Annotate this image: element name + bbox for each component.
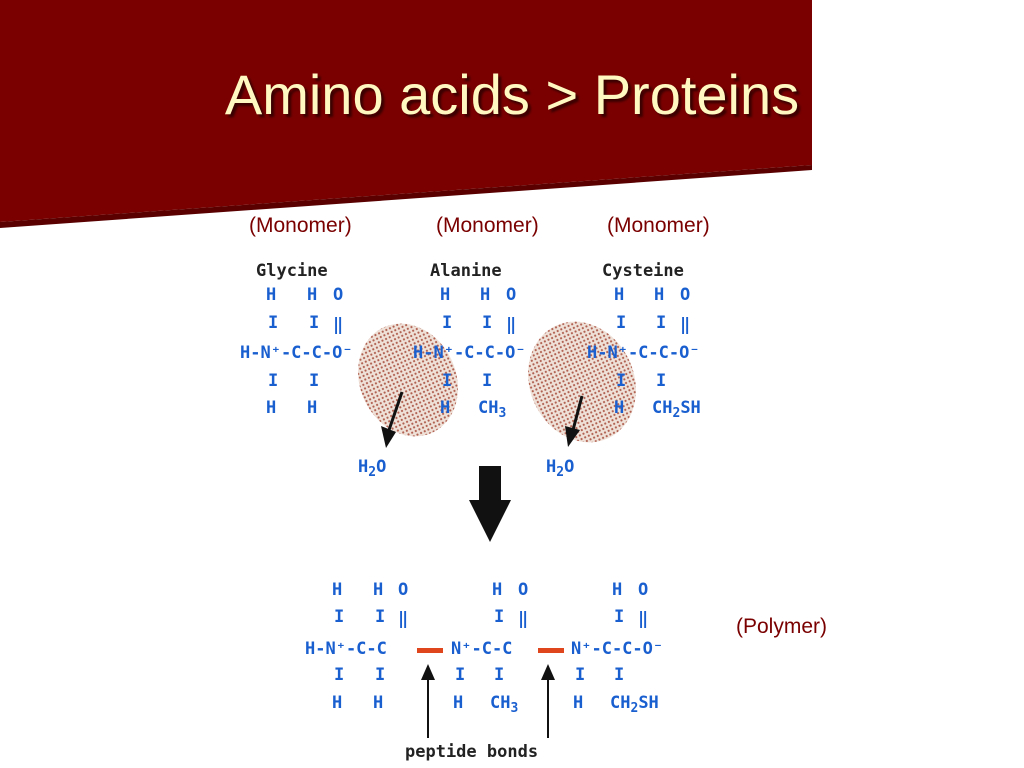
svg-text:O: O bbox=[333, 285, 343, 305]
svg-text:I: I bbox=[614, 665, 624, 685]
peptide-bond-2 bbox=[538, 648, 564, 653]
svg-text:H: H bbox=[573, 693, 583, 713]
svg-text:I: I bbox=[656, 313, 666, 333]
svg-text:H: H bbox=[480, 285, 490, 305]
water-label-1: H2O bbox=[358, 457, 386, 480]
svg-text:CH2SH: CH2SH bbox=[610, 693, 659, 716]
svg-text:I: I bbox=[656, 371, 666, 391]
svg-text:O: O bbox=[518, 580, 528, 600]
svg-text:I: I bbox=[455, 665, 465, 685]
amino-acid-name-glycine: Glycine bbox=[256, 261, 328, 281]
monomer-label-1: (Monomer) bbox=[249, 214, 352, 237]
svg-text:I: I bbox=[334, 607, 344, 627]
svg-text:‖: ‖ bbox=[506, 315, 516, 335]
alanine-side-chain: CH3 bbox=[478, 398, 506, 421]
svg-text:O: O bbox=[680, 285, 690, 305]
svg-text:I: I bbox=[482, 371, 492, 391]
svg-text:‖: ‖ bbox=[518, 609, 528, 629]
svg-text:I: I bbox=[375, 665, 385, 685]
water-removal-zone-1 bbox=[358, 323, 458, 437]
svg-text:H-N⁺-C-C-O⁻: H-N⁺-C-C-O⁻ bbox=[240, 343, 353, 363]
svg-text:H: H bbox=[612, 580, 622, 600]
svg-text:H: H bbox=[440, 285, 450, 305]
water-arrow-2 bbox=[565, 395, 584, 447]
monomer-label-2: (Monomer) bbox=[436, 214, 539, 237]
peptide-bond-pointer-2 bbox=[541, 664, 555, 738]
svg-text:I: I bbox=[309, 371, 319, 391]
svg-text:H: H bbox=[614, 285, 624, 305]
water-removal-zone-2 bbox=[528, 321, 636, 443]
svg-text:H: H bbox=[453, 693, 463, 713]
monomer-label-3: (Monomer) bbox=[607, 214, 710, 237]
svg-text:H: H bbox=[614, 398, 624, 418]
svg-text:I: I bbox=[309, 313, 319, 333]
water-label-2: H2O bbox=[546, 457, 574, 480]
svg-text:I: I bbox=[616, 371, 626, 391]
svg-text:O: O bbox=[506, 285, 516, 305]
water-arrow-1 bbox=[381, 391, 404, 448]
svg-text:H-N⁺-C-C-O⁻: H-N⁺-C-C-O⁻ bbox=[413, 343, 526, 363]
svg-text:N⁺-C-C: N⁺-C-C bbox=[451, 639, 512, 659]
svg-text:I: I bbox=[268, 371, 278, 391]
peptide-bond-1 bbox=[417, 648, 443, 653]
amino-acid-name-cysteine: Cysteine bbox=[602, 261, 684, 281]
svg-text:I: I bbox=[482, 313, 492, 333]
svg-text:I: I bbox=[616, 313, 626, 333]
svg-text:H: H bbox=[373, 580, 383, 600]
svg-text:I: I bbox=[375, 607, 385, 627]
svg-text:H-N⁺-C-C: H-N⁺-C-C bbox=[305, 639, 387, 659]
svg-text:I: I bbox=[494, 607, 504, 627]
svg-text:H: H bbox=[654, 285, 664, 305]
svg-text:H: H bbox=[332, 693, 342, 713]
svg-text:N⁺-C-C-O⁻: N⁺-C-C-O⁻ bbox=[571, 639, 663, 659]
svg-text:H-N⁺-C-C-O⁻: H-N⁺-C-C-O⁻ bbox=[587, 343, 700, 363]
svg-text:‖: ‖ bbox=[398, 609, 408, 629]
svg-text:H: H bbox=[307, 285, 317, 305]
svg-text:I: I bbox=[494, 665, 504, 685]
svg-text:I: I bbox=[442, 313, 452, 333]
svg-text:‖: ‖ bbox=[333, 315, 343, 335]
svg-text:I: I bbox=[268, 313, 278, 333]
svg-text:‖: ‖ bbox=[680, 315, 690, 335]
svg-text:H: H bbox=[373, 693, 383, 713]
cysteine-side-chain: CH2SH bbox=[652, 398, 701, 421]
svg-text:I: I bbox=[575, 665, 585, 685]
svg-text:H: H bbox=[440, 398, 450, 418]
page-title: Amino acids > Proteins bbox=[224, 63, 800, 126]
svg-text:H: H bbox=[266, 398, 276, 418]
amino-acid-name-alanine: Alanine bbox=[430, 261, 502, 281]
svg-text:H: H bbox=[307, 398, 317, 418]
svg-text:CH3: CH3 bbox=[490, 693, 518, 716]
svg-text:I: I bbox=[442, 371, 452, 391]
svg-text:H: H bbox=[332, 580, 342, 600]
svg-text:H: H bbox=[266, 285, 276, 305]
svg-text:O: O bbox=[638, 580, 648, 600]
svg-text:I: I bbox=[334, 665, 344, 685]
title-banner bbox=[0, 0, 812, 228]
reaction-arrow bbox=[469, 466, 511, 542]
peptide-bonds-label: peptide bonds bbox=[405, 742, 538, 762]
svg-text:‖: ‖ bbox=[638, 609, 648, 629]
svg-text:I: I bbox=[614, 607, 624, 627]
svg-text:O: O bbox=[398, 580, 408, 600]
polymer-label: (Polymer) bbox=[736, 615, 828, 638]
peptide-bond-pointer-1 bbox=[421, 664, 435, 738]
svg-text:H: H bbox=[492, 580, 502, 600]
